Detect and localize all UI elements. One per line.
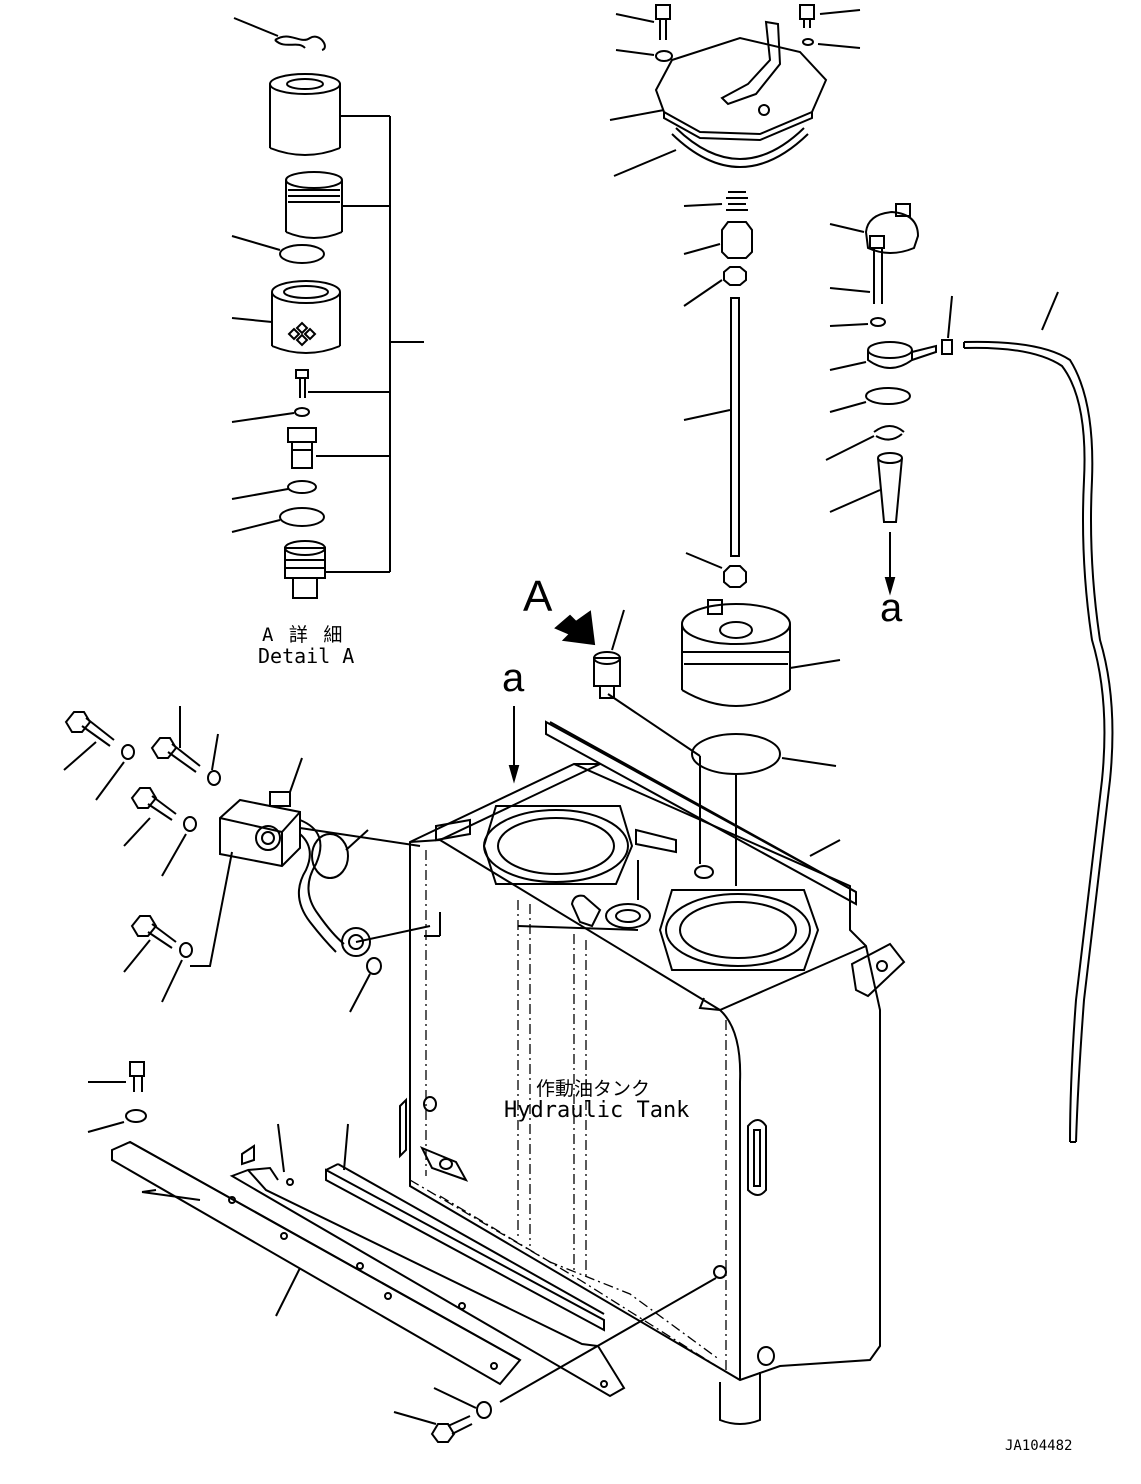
arrow-head: [886, 578, 894, 592]
small-bolt: [296, 370, 308, 398]
spring: [726, 192, 748, 210]
valve: [288, 428, 316, 468]
breather-body: [682, 600, 790, 706]
hex-nut-bottom: [724, 566, 746, 587]
connector: [285, 541, 325, 598]
suction-pipe-assembly: [64, 706, 381, 1012]
washer: [656, 51, 672, 61]
detail-a-label-jp: A 詳 細: [262, 624, 345, 646]
cover-plate: [656, 22, 826, 140]
bolt-1: [66, 712, 114, 746]
bottom-brackets: [88, 1062, 624, 1442]
oil-filler-assembly: [826, 204, 1112, 1142]
filter-element: [286, 172, 342, 238]
o-ring: [280, 508, 324, 526]
top-rubber-strip: [546, 722, 856, 904]
filter-body: [272, 281, 340, 353]
view-arrow-a: [510, 610, 624, 780]
detail-a-assembly: [232, 18, 424, 598]
snap-ring: [874, 426, 904, 440]
filter-case: [270, 74, 340, 155]
valve-block: [220, 792, 300, 866]
strainer: [878, 453, 902, 522]
filler-bolt: [870, 236, 884, 304]
hex-nut: [724, 267, 746, 285]
hydraulic-tank: [300, 694, 904, 1424]
bracket-plate: [232, 1170, 624, 1396]
tank-label-jp: 作動油タンク: [536, 1078, 651, 1100]
bolt-2: [152, 738, 200, 772]
ref-a-left-label: a: [502, 656, 525, 700]
bolt-right: [800, 5, 814, 28]
long-plate: [112, 1142, 520, 1384]
bolt-3: [132, 788, 176, 820]
bottom-bolt: [130, 1062, 144, 1092]
small-o-ring: [295, 408, 309, 416]
view-a-label: A: [523, 572, 553, 621]
clip: [275, 36, 325, 50]
filler-cap: [866, 204, 918, 253]
plug: [942, 340, 952, 354]
float-nut: [722, 222, 752, 258]
level-rod: [731, 298, 739, 556]
bolt-left: [656, 5, 670, 40]
pipe: [299, 820, 370, 956]
assembly-bracket: [308, 116, 424, 572]
ref-a-right-label: a: [880, 586, 903, 630]
breather-port: [484, 810, 628, 882]
large-o-ring: [692, 734, 780, 774]
rubber-strip: [326, 1170, 604, 1330]
bottom-bolt-2: [432, 1416, 472, 1442]
filler-gasket: [866, 388, 910, 404]
detail-a-label-en: Detail A: [258, 644, 355, 668]
sensor: [594, 652, 620, 698]
o-ring: [280, 245, 324, 263]
gasket: [672, 128, 808, 167]
tank-cover-assembly: [610, 5, 860, 886]
o-ring: [288, 481, 316, 493]
filter-port: [666, 894, 810, 966]
tank-label-en: Hydraulic Tank: [504, 1098, 690, 1123]
drawing-number: JA104482: [1005, 1438, 1073, 1454]
pipe-o-ring: [312, 834, 348, 878]
filler-neck: [868, 342, 936, 368]
hose: [964, 342, 1112, 1142]
bolt-4: [132, 916, 176, 948]
